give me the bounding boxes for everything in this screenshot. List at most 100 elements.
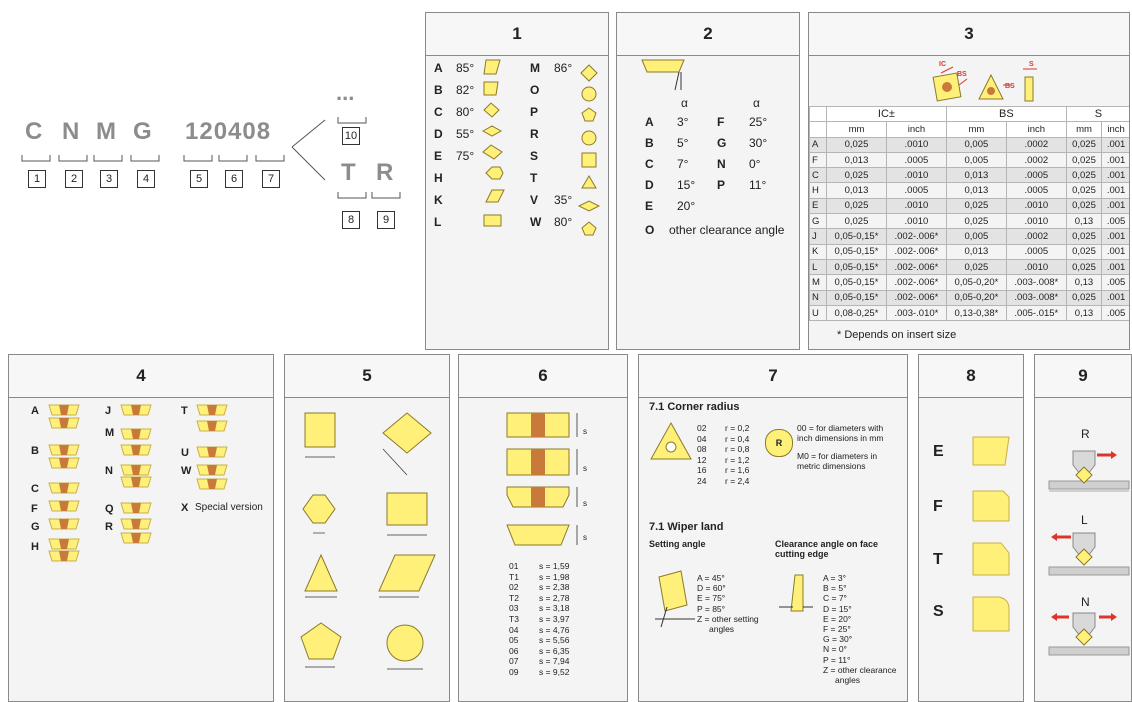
setting-angle-item: Z = other setting bbox=[697, 613, 759, 624]
radius-code: 12 bbox=[697, 454, 707, 465]
shape-r-icon bbox=[581, 130, 597, 146]
hand-letter-r: R bbox=[1081, 427, 1090, 441]
clearance-angle-item: Z = other clearance bbox=[823, 664, 897, 675]
clearance-angle: 7° bbox=[677, 157, 689, 171]
panel-9-title: 9 bbox=[1035, 355, 1131, 398]
edge-letter-e: E bbox=[933, 443, 944, 460]
table-cell: .0005 bbox=[885, 182, 947, 199]
table-cell: .003-.008* bbox=[1005, 274, 1067, 291]
thickness-code: 03 bbox=[509, 603, 519, 614]
shape-letter: H bbox=[434, 171, 443, 185]
other-clearance-text: other clearance angle bbox=[669, 223, 785, 237]
table-cell: 0,025 bbox=[1065, 197, 1103, 215]
shape-o-icon bbox=[581, 86, 597, 102]
unit-header: inch bbox=[1101, 121, 1129, 138]
edge-s-icon bbox=[972, 596, 1010, 632]
thickness-value: s = 1,98 bbox=[539, 571, 570, 582]
table-cell: .0002 bbox=[1005, 136, 1067, 153]
clearance-angle-item: F = 25° bbox=[823, 624, 851, 634]
type-letter: C bbox=[31, 483, 39, 495]
setting-angle-item: E = 75° bbox=[697, 593, 726, 604]
shape-letter: T bbox=[530, 171, 538, 185]
table-cell: .002-.006* bbox=[885, 228, 947, 245]
radius-value: r = 0,2 bbox=[725, 423, 750, 433]
code-suffix: ... bbox=[336, 80, 355, 105]
ic-label: IC bbox=[939, 61, 946, 68]
corner-radius-title: 7.1 Corner radius bbox=[649, 401, 740, 413]
table-cell: .001 bbox=[1101, 167, 1129, 184]
table-cell: 0,025 bbox=[1065, 243, 1103, 260]
thickness-value: s = 3,97 bbox=[539, 614, 570, 624]
type-letter: H bbox=[31, 541, 39, 553]
pentagon-shape-icon bbox=[300, 622, 342, 660]
shape-d-icon bbox=[481, 125, 503, 137]
table-cell: .005 bbox=[1101, 213, 1129, 230]
panel-3-title: 3 bbox=[809, 13, 1129, 56]
table-cell: .001 bbox=[1101, 136, 1129, 153]
radius-value: r = 0,8 bbox=[725, 444, 750, 455]
tolerance-class: K bbox=[809, 243, 827, 260]
table-cell: 0,025 bbox=[1065, 258, 1103, 276]
position-box-5: 5 bbox=[190, 170, 208, 188]
type-letter: B bbox=[31, 445, 39, 457]
table-cell: 0,025 bbox=[826, 197, 887, 215]
table-cell: .0002 bbox=[1005, 228, 1067, 245]
table-cell: 0,13-0,38* bbox=[945, 304, 1007, 322]
position-box-7: 7 bbox=[262, 170, 280, 188]
panel-6-title: 6 bbox=[459, 355, 627, 398]
shape-letter: R bbox=[530, 127, 539, 141]
position-box-9: 9 bbox=[377, 211, 395, 229]
table-cell: .002-.006* bbox=[885, 243, 947, 260]
shape-angle: 80° bbox=[456, 105, 475, 119]
note-00: 00 = for diameters with inch dimensions … bbox=[797, 423, 884, 443]
type-letter: G bbox=[31, 521, 40, 533]
code-brackets bbox=[21, 117, 401, 199]
shape-letter: B bbox=[434, 83, 443, 97]
type-letter: J bbox=[105, 405, 112, 417]
thickness-value: s = 5,56 bbox=[539, 635, 570, 646]
type-letter: A bbox=[31, 405, 39, 417]
position-box-1: 1 bbox=[28, 170, 46, 188]
shape-angle: 85° bbox=[456, 61, 475, 75]
thickness-code: 05 bbox=[509, 635, 519, 646]
table-cell: 0,005 bbox=[945, 151, 1007, 169]
alpha-header-left: α bbox=[681, 96, 688, 110]
panel-5-title: 5 bbox=[285, 355, 449, 398]
clearance-angle: 11° bbox=[749, 178, 767, 192]
rhombic-80-shape-icon bbox=[382, 412, 432, 454]
table-cell: .001 bbox=[1101, 228, 1129, 245]
triangle-shape-icon bbox=[304, 553, 338, 592]
panel-9-hand: 9 R L N bbox=[1034, 354, 1132, 702]
shape-l-icon bbox=[483, 214, 502, 227]
shape-c-icon bbox=[483, 102, 500, 118]
tolerance-class: A bbox=[809, 136, 827, 153]
table-cell: .0010 bbox=[1005, 213, 1067, 230]
type-letter: Q bbox=[105, 503, 114, 515]
clearance-angle-item: C = 7° bbox=[823, 593, 847, 604]
code-suffix-letter-2: R bbox=[376, 159, 394, 186]
radius-code: 08 bbox=[697, 444, 707, 455]
table-cell: .001 bbox=[1101, 197, 1129, 215]
table-cell: 0,05-0,15* bbox=[826, 258, 887, 276]
shape-v-icon bbox=[577, 200, 601, 212]
radius-value: r = 0,4 bbox=[725, 433, 750, 444]
shape-icons bbox=[481, 59, 601, 236]
setting-angle-item: D = 60° bbox=[697, 583, 726, 594]
panel-1-title: 1 bbox=[426, 13, 608, 56]
table-cell: .0010 bbox=[885, 136, 947, 153]
table-cell: 0,013 bbox=[945, 182, 1007, 199]
table-cell: 0,025 bbox=[826, 136, 887, 153]
clearance-angle-item: N = 0° bbox=[823, 644, 847, 655]
wiper-land-title: 7.1 Wiper land bbox=[649, 521, 724, 533]
type-letter-x: X bbox=[181, 502, 189, 514]
edge-e-icon bbox=[972, 436, 1010, 466]
radius-value: r = 2,4 bbox=[725, 476, 750, 486]
bs-label-1: BS bbox=[957, 71, 967, 78]
